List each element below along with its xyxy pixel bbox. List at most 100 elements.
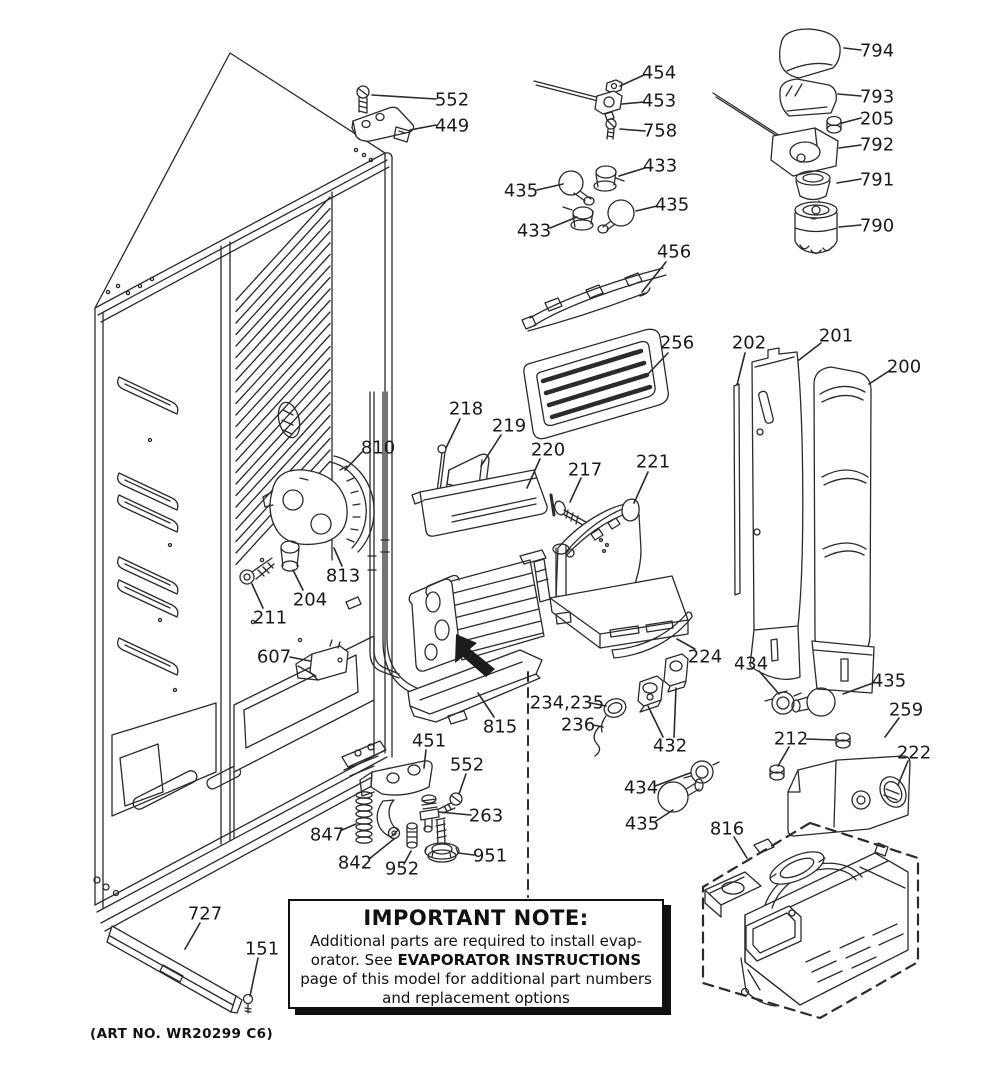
- part-label-454: 454: [642, 63, 676, 84]
- left-liner-shelves-art: [93, 376, 242, 897]
- leader-line-433: [549, 216, 578, 229]
- part-label-201: 201: [819, 326, 853, 347]
- part-label-218: 218: [449, 399, 483, 420]
- note-line2-bold: EVAPORATOR INSTRUCTIONS: [397, 951, 642, 969]
- leader-line-847: [341, 823, 357, 831]
- leader-line-607: [289, 656, 311, 662]
- part-label-212: 212: [774, 729, 808, 750]
- part-label-792: 792: [860, 135, 894, 156]
- leader-line-454: [619, 74, 645, 87]
- leader-line-234,235: [590, 702, 607, 707]
- part-label-727: 727: [188, 904, 222, 925]
- part-label-200: 200: [887, 357, 921, 378]
- part-label-449: 449: [435, 116, 469, 137]
- leader-line-221: [633, 471, 649, 504]
- duct-and-bucket-art: [411, 444, 693, 659]
- part-label-435: 435: [655, 195, 689, 216]
- part-label-816: 816: [710, 819, 744, 840]
- leader-line-151: [249, 957, 259, 997]
- leader-line-727: [184, 922, 201, 950]
- part-label-607: 607: [257, 647, 291, 668]
- part-label-217: 217: [568, 460, 602, 481]
- leader-line-792: [838, 144, 862, 149]
- leader-line-219: [480, 434, 502, 467]
- part-label-791: 791: [860, 170, 894, 191]
- leader-line-256: [647, 352, 669, 375]
- leader-line-793: [837, 93, 862, 97]
- part-label-813: 813: [326, 566, 360, 587]
- leader-line-205: [841, 117, 862, 124]
- leader-line-791: [836, 178, 862, 184]
- icemaker-art: [701, 821, 920, 1020]
- leader-line-217: [569, 477, 582, 503]
- note-title: IMPORTANT NOTE:: [363, 906, 589, 930]
- leader-line-220: [526, 458, 541, 489]
- leader-line-218: [445, 418, 461, 449]
- part-label-456: 456: [657, 242, 691, 263]
- part-label-433: 433: [643, 156, 677, 177]
- leader-line-212: [777, 746, 790, 767]
- note-line2-pre: orator. See: [310, 951, 398, 969]
- leader-line-813: [333, 547, 343, 567]
- leader-line-552: [458, 773, 467, 795]
- leader-line-435: [842, 682, 874, 695]
- tubes-art: [367, 391, 453, 697]
- part-label-842: 842: [338, 853, 372, 874]
- part-label-435: 435: [625, 814, 659, 835]
- part-label-224: 224: [688, 647, 722, 668]
- leader-line-794: [843, 47, 862, 51]
- tower-panels-art: [733, 347, 875, 694]
- part-label-552: 552: [450, 755, 484, 776]
- part-label-793: 793: [860, 87, 894, 108]
- leader-line-432: [673, 687, 677, 738]
- leader-line-952: [403, 850, 412, 865]
- leader-line-449: [409, 124, 437, 131]
- part-label-847: 847: [310, 825, 344, 846]
- part-labels-layer: 5524494544537584334354334354562567947932…: [184, 41, 931, 997]
- note-line3: page of this model for additional part n…: [300, 970, 652, 988]
- kickplate-art: [106, 925, 254, 1014]
- leader-line-435: [655, 809, 674, 822]
- art-number: (ART NO. WR20299 C6): [90, 1026, 274, 1042]
- part-label-434: 434: [734, 654, 768, 675]
- leader-line-951: [457, 852, 475, 856]
- leader-line-451: [423, 749, 427, 769]
- note-body: Additional parts are required to install…: [290, 932, 662, 1008]
- cabinet-outline-art: [94, 52, 393, 932]
- leader-line-432: [647, 705, 664, 738]
- evaporator-art: [407, 549, 551, 725]
- leader-line-204: [292, 569, 304, 591]
- part-label-205: 205: [860, 109, 894, 130]
- part-label-259: 259: [889, 700, 923, 721]
- part-label-219: 219: [492, 416, 526, 437]
- part-label-453: 453: [642, 91, 676, 112]
- leader-line-224: [676, 638, 696, 650]
- leader-line-758: [619, 128, 646, 132]
- part-label-222: 222: [897, 743, 931, 764]
- part-label-211: 211: [253, 608, 287, 629]
- leader-line-201: [798, 342, 822, 361]
- bottom-hardware-art: [341, 740, 463, 863]
- part-label-451: 451: [412, 731, 446, 752]
- leader-line-810: [344, 451, 363, 471]
- part-label-234,235: 234,235: [530, 693, 604, 714]
- part-label-433: 433: [517, 221, 551, 242]
- leader-line-434: [654, 772, 691, 787]
- important-note-box: IMPORTANT NOTE: Additional parts are req…: [288, 899, 664, 1009]
- part-label-810: 810: [361, 438, 395, 459]
- leader-line-202: [736, 352, 746, 386]
- part-label-202: 202: [732, 333, 766, 354]
- leader-line-236: [592, 724, 604, 728]
- leader-line-842: [368, 838, 395, 860]
- leader-line-435: [536, 183, 564, 191]
- note-line1: Additional parts are required to install…: [310, 932, 642, 950]
- leader-line-433: [618, 167, 646, 177]
- part-label-951: 951: [473, 846, 507, 867]
- water-filter-art: [712, 28, 842, 255]
- leader-line-434: [758, 670, 780, 695]
- leader-line-552: [371, 94, 437, 100]
- leader-line-816: [733, 836, 748, 859]
- part-label-790: 790: [860, 216, 894, 237]
